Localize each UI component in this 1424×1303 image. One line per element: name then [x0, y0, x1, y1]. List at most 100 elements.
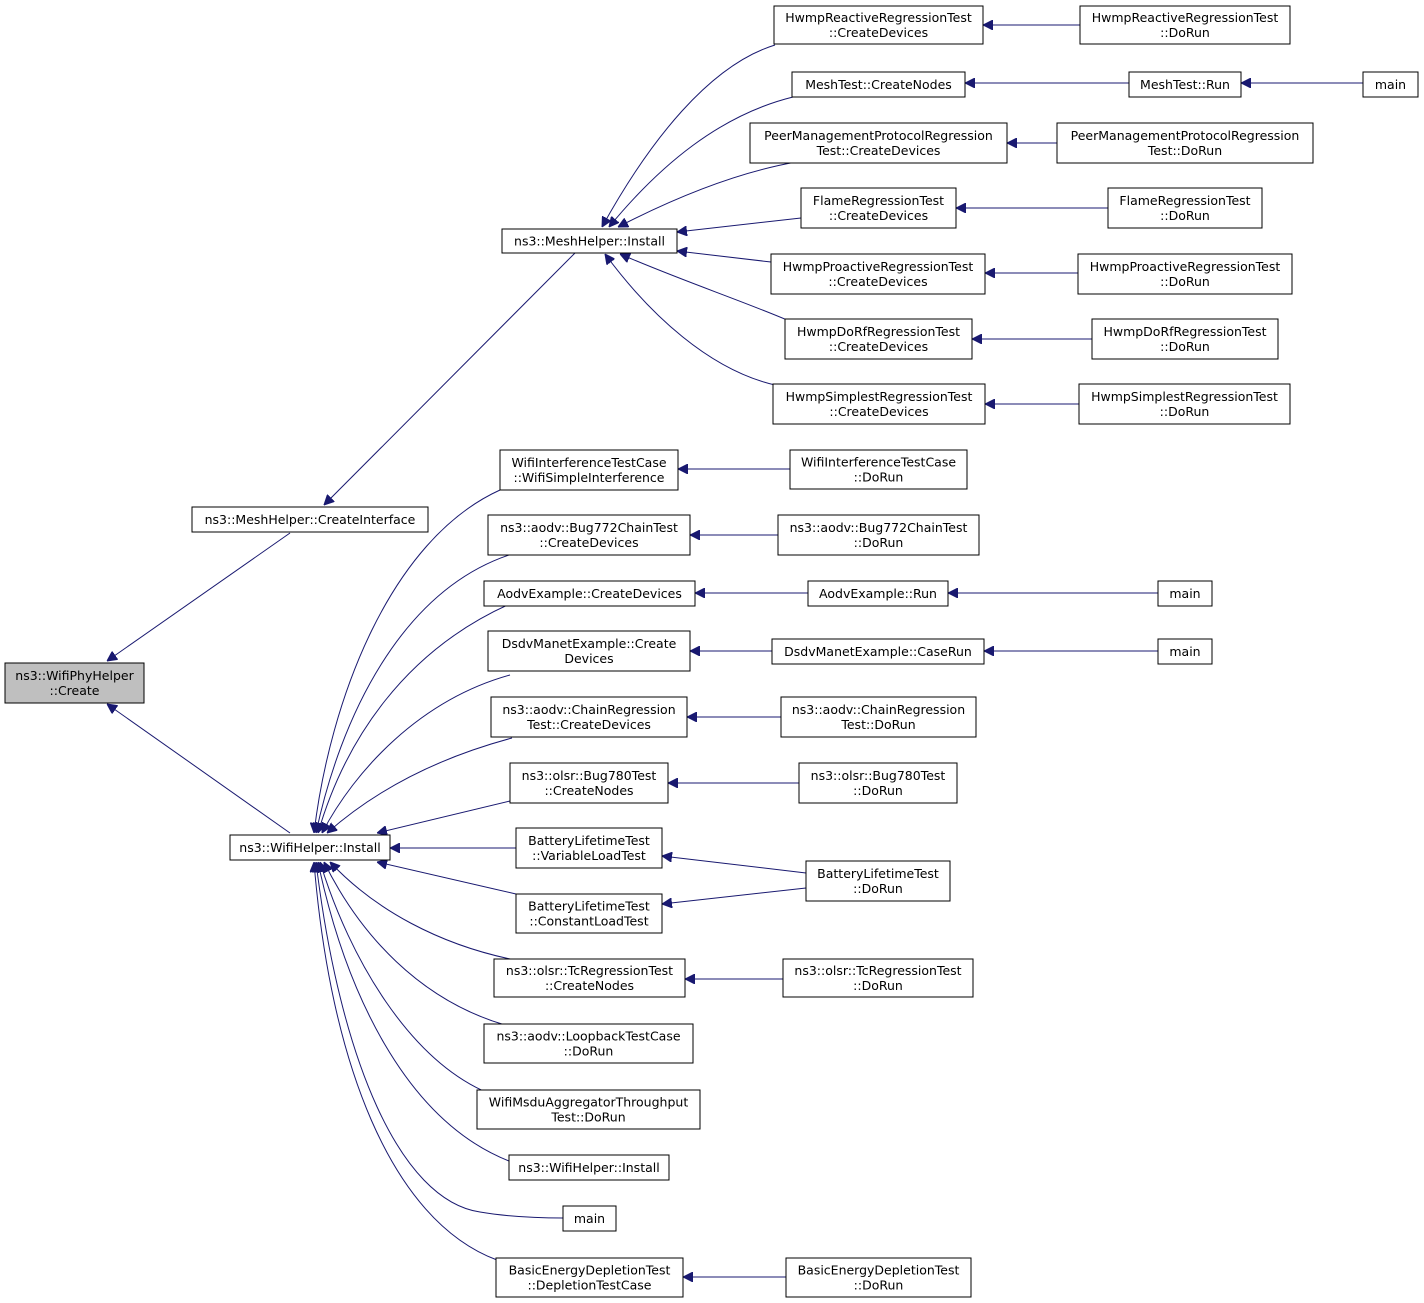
node-label: BatteryLifetimeTest	[528, 833, 650, 848]
node-label: HwmpSimplestRegressionTest	[1091, 389, 1278, 404]
node-label: ::DoRun	[854, 470, 904, 485]
node-bug772-dorun[interactable]: ns3::aodv::Bug772ChainTest::DoRun	[777, 514, 980, 556]
edge	[377, 862, 517, 895]
node-label: main	[574, 1211, 605, 1226]
node-meshtest-createnodes[interactable]: MeshTest::CreateNodes	[791, 71, 966, 98]
node-label: FlameRegressionTest	[1119, 193, 1250, 208]
node-label: ::DoRun	[564, 1044, 614, 1059]
node-wifiinterference-dorun[interactable]: WifiInterferenceTestCase::DoRun	[789, 449, 968, 490]
node-hwmpreactive-createdevices[interactable]: HwmpReactiveRegressionTest::CreateDevice…	[773, 5, 984, 45]
node-meshhelper-createinterface[interactable]: ns3::MeshHelper::CreateInterface	[191, 506, 429, 533]
node-label: BasicEnergyDepletionTest	[798, 1263, 960, 1278]
node-label: ::DoRun	[853, 978, 903, 993]
node-bug780-createnodes[interactable]: ns3::olsr::Bug780Test::CreateNodes	[509, 762, 669, 804]
edge	[322, 674, 511, 833]
node-peermanagement-createdevices[interactable]: PeerManagementProtocolRegressionTest::Cr…	[749, 122, 1008, 164]
edge	[620, 254, 788, 321]
node-hwmpsimplest-createdevices[interactable]: HwmpSimplestRegressionTest::CreateDevice…	[772, 383, 986, 425]
node-hwmpreactive-dorun[interactable]: HwmpReactiveRegressionTest::DoRun	[1079, 5, 1291, 45]
node-meshhelper-install[interactable]: ns3::MeshHelper::Install	[501, 228, 678, 254]
node-label: DsdvManetExample::CaseRun	[784, 644, 972, 659]
edge	[318, 862, 510, 1162]
node-label: main	[1169, 644, 1200, 659]
node-battery-constantloadtest[interactable]: BatteryLifetimeTest::ConstantLoadTest	[515, 893, 663, 934]
node-label: ns3::aodv::ChainRegression	[502, 702, 675, 717]
node-battery-dorun[interactable]: BatteryLifetimeTest::DoRun	[805, 860, 951, 902]
nodes: ns3::WifiPhyHelper::Create ns3::MeshHelp…	[4, 5, 1419, 1298]
node-chainregression-createdevices[interactable]: ns3::aodv::ChainRegressionTest::CreateDe…	[490, 696, 688, 738]
node-label: HwmpDoRfRegressionTest	[797, 324, 960, 339]
edge	[107, 532, 291, 661]
node-wifiinterference-wsi[interactable]: WifiInterferenceTestCase::WifiSimpleInte…	[499, 449, 679, 491]
edge	[324, 252, 576, 505]
node-hwmpproactive-createdevices[interactable]: HwmpProactiveRegressionTest::CreateDevic…	[770, 253, 986, 295]
edge	[324, 862, 506, 1026]
node-battery-variableloadtest[interactable]: BatteryLifetimeTest::VariableLoadTest	[515, 827, 663, 869]
node-label: ns3::aodv::LoopbackTestCase	[496, 1029, 680, 1044]
node-label: HwmpReactiveRegressionTest	[785, 10, 972, 25]
edge	[602, 44, 776, 227]
node-bug780-dorun[interactable]: ns3::olsr::Bug780Test::DoRun	[798, 762, 958, 804]
node-label: ::CreateDevices	[829, 208, 928, 223]
node-energydepletion-testcase[interactable]: BasicEnergyDepletionTest::DepletionTestC…	[495, 1257, 684, 1298]
edge	[662, 856, 807, 874]
node-label: ns3::olsr::TcRegressionTest	[794, 963, 961, 978]
node-label: AodvExample::Run	[819, 586, 937, 601]
node-label: ns3::MeshHelper::Install	[514, 234, 665, 249]
node-wifihelper-install[interactable]: ns3::WifiHelper::Install	[229, 834, 391, 861]
node-hwmpdorf-dorun[interactable]: HwmpDoRfRegressionTest::DoRun	[1091, 318, 1279, 360]
edge	[618, 161, 797, 227]
node-wifihelper-install-2[interactable]: ns3::WifiHelper::Install	[508, 1154, 670, 1181]
node-flame-createdevices[interactable]: FlameRegressionTest::CreateDevices	[800, 187, 957, 229]
node-main-mesh[interactable]: main	[1362, 71, 1419, 98]
node-label: ns3::olsr::Bug780Test	[522, 768, 657, 783]
edge	[318, 602, 513, 833]
node-label: ns3::aodv::ChainRegression	[792, 702, 965, 717]
node-peermanagement-dorun[interactable]: PeerManagementProtocolRegressionTest::Do…	[1056, 122, 1314, 164]
node-label: ::DoRun	[853, 783, 903, 798]
edge	[677, 217, 802, 232]
node-meshtest-run[interactable]: MeshTest::Run	[1128, 71, 1242, 98]
node-label: PeerManagementProtocolRegression	[1071, 128, 1300, 143]
node-main-aodv[interactable]: main	[1157, 580, 1213, 607]
node-label: ::ConstantLoadTest	[529, 914, 648, 929]
edge	[107, 704, 291, 834]
edge	[314, 862, 498, 1261]
node-tcregression-createnodes[interactable]: ns3::olsr::TcRegressionTest::CreateNodes	[493, 958, 686, 998]
node-bug772-createdevices[interactable]: ns3::aodv::Bug772ChainTest::CreateDevice…	[487, 514, 691, 556]
node-label: PeerManagementProtocolRegression	[764, 128, 993, 143]
node-label: ::DoRun	[853, 881, 903, 896]
node-loopback-dorun[interactable]: ns3::aodv::LoopbackTestCase::DoRun	[483, 1023, 694, 1064]
node-label: ns3::aodv::Bug772ChainTest	[790, 520, 968, 535]
node-main-dsdv[interactable]: main	[1157, 638, 1213, 665]
node-label: HwmpReactiveRegressionTest	[1092, 10, 1279, 25]
node-label: ns3::MeshHelper::CreateInterface	[205, 512, 416, 527]
node-label: Test::DoRun	[840, 717, 915, 732]
node-label: ::CreateNodes	[545, 978, 634, 993]
edge	[609, 96, 794, 227]
node-label: ::CreateDevices	[829, 404, 928, 419]
node-label: ::CreateNodes	[544, 783, 633, 798]
node-hwmpproactive-dorun[interactable]: HwmpProactiveRegressionTest::DoRun	[1077, 253, 1293, 295]
node-dsdv-caserun[interactable]: DsdvManetExample::CaseRun	[771, 638, 985, 665]
node-energydepletion-dorun[interactable]: BasicEnergyDepletionTest::DoRun	[785, 1257, 972, 1298]
node-tcregression-dorun[interactable]: ns3::olsr::TcRegressionTest::DoRun	[782, 958, 974, 998]
node-hwmpdorf-createdevices[interactable]: HwmpDoRfRegressionTest::CreateDevices	[784, 318, 973, 360]
node-flame-dorun[interactable]: FlameRegressionTest::DoRun	[1107, 187, 1263, 229]
node-label: ::DoRun	[1160, 274, 1210, 289]
node-wifiphyhelper-create[interactable]: ns3::WifiPhyHelper::Create	[4, 662, 145, 704]
node-label: ::DoRun	[1160, 25, 1210, 40]
node-main-wifi[interactable]: main	[562, 1205, 617, 1232]
node-hwmpsimplest-dorun[interactable]: HwmpSimplestRegressionTest::DoRun	[1078, 383, 1291, 425]
node-label: ::CreateDevices	[828, 274, 927, 289]
node-aodvexample-run[interactable]: AodvExample::Run	[807, 580, 949, 607]
node-aodvexample-createdevices[interactable]: AodvExample::CreateDevices	[483, 580, 696, 607]
node-label: Test::DoRun	[1147, 143, 1222, 158]
node-label: HwmpProactiveRegressionTest	[783, 259, 974, 274]
node-label: ::DepletionTestCase	[528, 1278, 652, 1293]
edge	[377, 800, 511, 833]
node-dsdv-createdevices[interactable]: DsdvManetExample::CreateDevices	[487, 630, 691, 672]
